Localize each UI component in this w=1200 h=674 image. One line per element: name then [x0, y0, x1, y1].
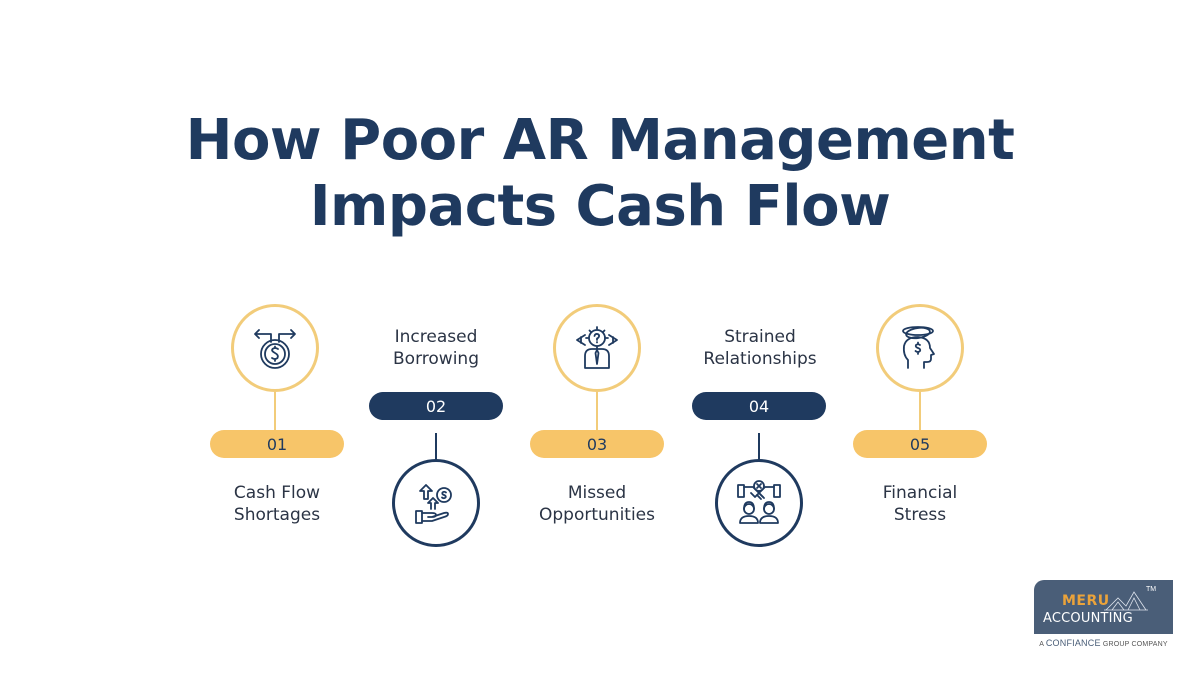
title-line-1: How Poor AR Management	[185, 108, 1015, 173]
person-question-gear-icon	[576, 326, 618, 369]
logo-brand-top: MERU	[1062, 593, 1110, 609]
logo-trademark: TM	[1146, 586, 1157, 593]
step-05-label: Financial Stress	[882, 483, 958, 525]
step-04-label: Strained Relationships	[703, 327, 817, 369]
step-02-label: Increased Borrowing	[393, 327, 479, 369]
mountain-icon	[1104, 591, 1148, 611]
step-01-number-pill: 01	[210, 430, 344, 458]
page-title: How Poor AR Management Impacts Cash Flow	[0, 108, 1200, 240]
title-line-2: Impacts Cash Flow	[309, 174, 891, 239]
step-05-connector	[919, 392, 921, 430]
step-01-icon-circle	[231, 304, 319, 392]
hand-dollar-up-arrows-icon	[415, 484, 452, 524]
step-03-icon-circle	[553, 304, 641, 392]
step-01-connector	[274, 392, 276, 430]
step-03-label: Missed Opportunities	[539, 483, 655, 525]
step-02-number-pill: 02	[369, 392, 503, 420]
step-04-number-pill: 04	[692, 392, 826, 420]
step-02-icon-circle	[392, 459, 480, 547]
step-04-connector	[758, 433, 760, 460]
logo-tagline: A CONFIANCE GROUP COMPANY	[1039, 638, 1168, 648]
dollar-diverging-arrows-icon	[254, 329, 296, 369]
step-05-number-pill: 05	[853, 430, 987, 458]
step-03-number-pill: 03	[530, 430, 664, 458]
head-dollar-stress-icon	[902, 326, 935, 369]
step-01-label: Cash Flow Shortages	[233, 483, 321, 525]
step-05-icon-circle	[876, 304, 964, 392]
logo-brand-bottom: ACCOUNTING	[1043, 611, 1133, 626]
step-02-connector	[435, 433, 437, 460]
meru-accounting-logo: MERU TM ACCOUNTING	[1034, 580, 1173, 634]
step-04-icon-circle	[715, 459, 803, 547]
step-03-connector	[596, 392, 598, 430]
handshake-people-icon	[737, 480, 781, 524]
